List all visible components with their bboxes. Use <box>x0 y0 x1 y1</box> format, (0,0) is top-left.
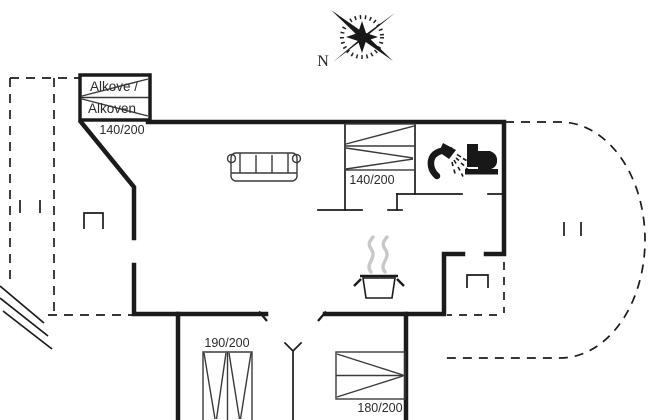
terrace-right-outline <box>444 121 646 359</box>
alkove-bed-size: 140/200 <box>99 123 144 137</box>
terrace-step-marks-right <box>563 222 582 236</box>
step-symbol-entrance <box>466 274 489 288</box>
shower-icon <box>427 143 469 180</box>
bed-180 <box>335 351 406 400</box>
toilet-icon <box>465 144 498 175</box>
cooking-pot-icon <box>353 274 405 299</box>
alkove-label-line1: Alkove / <box>90 79 138 94</box>
alkove-label-line2: Alkoven <box>88 101 136 116</box>
terrace-left-outline <box>9 77 132 316</box>
step-symbol-left <box>83 212 104 229</box>
bed-140 <box>344 123 416 171</box>
steam-icon <box>367 235 389 274</box>
compass-rose-icon <box>331 10 395 62</box>
alkove-bed <box>81 78 149 117</box>
slope-hatch <box>0 285 53 350</box>
bed-180-size: 180/200 <box>357 401 402 415</box>
door-swing-ticks <box>258 310 327 322</box>
bed-190-size: 190/200 <box>204 336 249 350</box>
north-label: N <box>317 53 329 70</box>
hall-divider-wall <box>283 341 303 420</box>
terrace-step-marks-left <box>19 200 41 213</box>
sofa-icon <box>226 152 302 182</box>
entrance-porch-outline <box>447 262 505 316</box>
bed-140-size: 140/200 <box>349 173 394 187</box>
bed-190 <box>202 351 253 420</box>
